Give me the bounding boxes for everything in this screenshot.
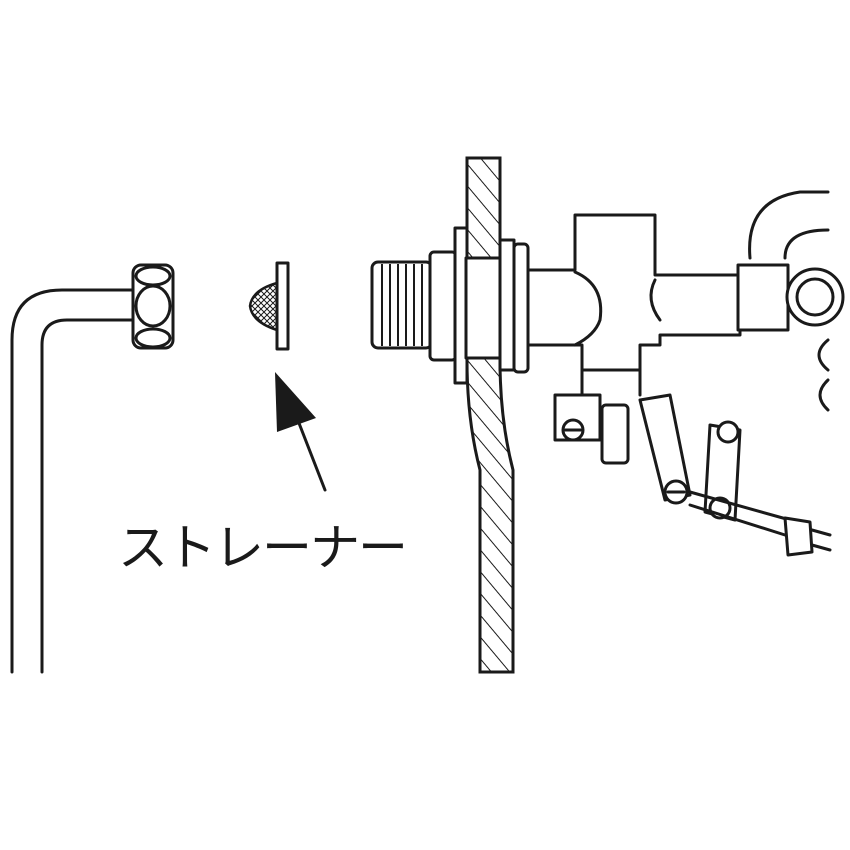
lock-nuts — [428, 226, 530, 385]
float-linkage — [553, 393, 832, 557]
strainer-label: ストレーナー — [118, 519, 408, 577]
strainer — [248, 261, 290, 351]
threaded-fitting — [370, 260, 434, 350]
supply-pipe — [10, 288, 137, 674]
valve-body — [526, 190, 845, 412]
pipe-nut — [131, 263, 175, 350]
callout-arrow — [275, 372, 327, 492]
tank-wall — [465, 156, 515, 674]
